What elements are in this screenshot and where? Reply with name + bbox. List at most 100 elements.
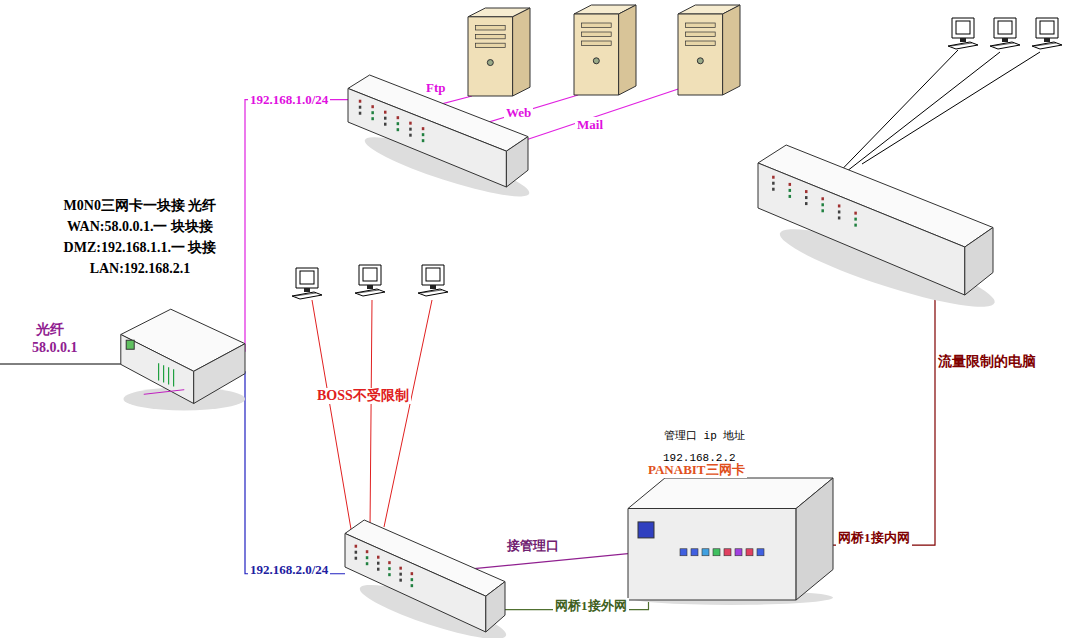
switch-front	[348, 88, 506, 187]
power-button	[593, 58, 599, 64]
port-led	[388, 567, 391, 570]
port	[702, 549, 709, 556]
switch-end	[965, 228, 993, 296]
switch-drawing	[758, 145, 993, 295]
lan-switch	[758, 145, 993, 295]
lan-wire	[862, 52, 1040, 164]
port-led	[854, 212, 857, 215]
port-led	[409, 128, 412, 131]
port-led	[789, 183, 792, 186]
port-led	[772, 188, 775, 191]
port-led	[366, 556, 369, 559]
port-led	[388, 561, 391, 564]
device-label: PANABIT三网卡	[646, 462, 747, 478]
port-led	[397, 116, 400, 119]
port-led	[355, 551, 358, 554]
port-led	[805, 202, 808, 205]
drive-bay	[685, 41, 715, 46]
port-led	[371, 105, 374, 108]
pc-icon	[292, 268, 322, 299]
port-led	[422, 139, 425, 142]
server-side	[513, 8, 530, 96]
drive-bay	[475, 43, 505, 47]
server-drawing	[678, 5, 740, 95]
boss-note: BOSS不受限制	[315, 388, 411, 404]
link-label: 接管理口	[505, 538, 561, 554]
port-led	[805, 196, 808, 199]
web-server: Web	[574, 5, 636, 95]
server-front	[678, 14, 723, 95]
panabit-side	[796, 478, 833, 600]
switch-end	[486, 582, 505, 632]
port-led	[397, 122, 400, 125]
boss-wire	[384, 300, 432, 527]
switch-drawing	[345, 520, 505, 632]
port-led	[384, 117, 387, 120]
display	[638, 522, 654, 538]
network-link	[833, 282, 935, 546]
link-label: 192.168.1.0/24	[248, 92, 330, 108]
link-label: 192.168.2.0/24	[248, 562, 330, 578]
port-led	[377, 556, 380, 559]
pc-icon	[948, 18, 978, 49]
port-led	[409, 134, 412, 137]
port-led	[366, 550, 369, 553]
router-side	[194, 344, 245, 404]
link-label: 网桥1接内网	[836, 530, 912, 546]
pc-icon	[418, 265, 448, 296]
port	[680, 549, 687, 556]
dmz-switch	[348, 75, 528, 187]
port-led	[789, 195, 792, 198]
drive-bay	[475, 34, 505, 38]
port-led	[422, 133, 425, 136]
core-switch	[345, 520, 505, 632]
port-led	[838, 204, 841, 207]
port	[724, 549, 731, 556]
port-led	[397, 128, 400, 131]
pc-icon	[1032, 18, 1062, 49]
port-led	[399, 567, 402, 570]
port-led	[789, 189, 792, 192]
switch-drawing	[348, 75, 528, 187]
fiber-line	[0, 364, 122, 365]
port-led	[411, 572, 414, 575]
cable	[144, 390, 185, 395]
port-led	[355, 557, 358, 560]
vent	[168, 367, 169, 384]
port-led	[821, 209, 824, 212]
server-drawing	[574, 5, 636, 95]
port-led	[371, 117, 374, 120]
port	[757, 549, 764, 556]
port	[746, 549, 753, 556]
port-led	[838, 210, 841, 213]
power-led	[126, 340, 134, 349]
drive-bay	[685, 23, 715, 28]
port	[735, 549, 742, 556]
port-led	[805, 190, 808, 193]
device-label: Ftp	[424, 80, 448, 96]
link-label: 网桥1接外网	[553, 598, 629, 614]
port-led	[422, 127, 425, 130]
router-front	[121, 335, 194, 404]
mail-server: Mail	[678, 5, 740, 95]
fiber-label: 光纤	[34, 322, 66, 338]
device-label: Web	[504, 105, 533, 121]
pc-icon	[990, 18, 1020, 49]
lan-wire	[842, 52, 1000, 175]
switch-front	[345, 533, 486, 632]
boss-wire	[370, 300, 372, 530]
port-led	[371, 111, 374, 114]
power-button	[697, 58, 703, 64]
port-led	[359, 112, 362, 115]
port-led	[772, 182, 775, 185]
ftp-server: Ftp	[468, 8, 530, 96]
panabit-drawing	[628, 478, 833, 600]
device-label: 管理口 ip 地址	[662, 428, 747, 444]
fiber-ip: 58.0.0.1	[30, 340, 80, 356]
switch-end	[506, 137, 528, 187]
drive-bay	[581, 23, 611, 28]
port-led	[821, 203, 824, 206]
server-side	[619, 5, 636, 95]
power-button	[487, 60, 493, 66]
port-led	[854, 224, 857, 227]
